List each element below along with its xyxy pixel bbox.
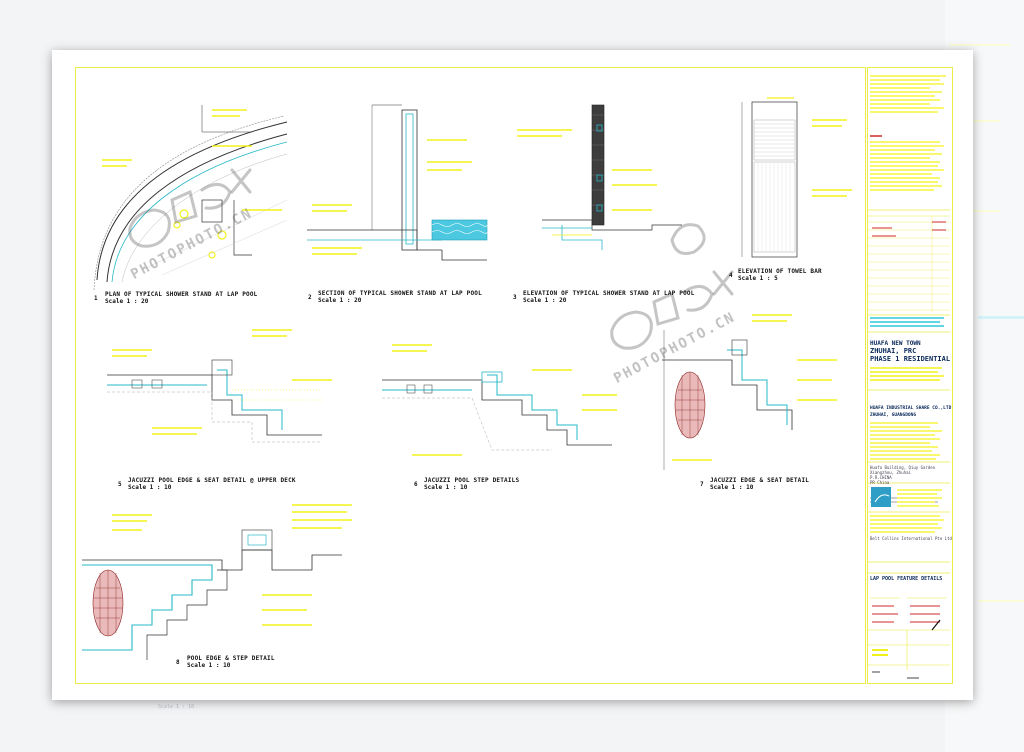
detail-scale: Scale 1 : 20 (523, 297, 567, 304)
detail-number: 2 (308, 294, 312, 301)
consultant-name: Belt Collins International Pte Ltd (870, 536, 952, 541)
detail-title: ELEVATION OF TYPICAL SHOWER STAND AT LAP… (523, 290, 695, 297)
detail-5-section (107, 329, 332, 443)
detail-scale: Scale 1 : 5 (738, 275, 778, 282)
ghost-line (978, 600, 1024, 602)
detail-number: 4 (729, 272, 733, 279)
detail-scale: Scale 1 : 10 (710, 484, 754, 491)
detail-title: POOL EDGE & STEP DETAIL (187, 655, 275, 662)
detail-number: 7 (700, 481, 704, 488)
detail-3-elevation (517, 104, 682, 250)
ghost-line (978, 316, 1024, 319)
detail-number: 5 (118, 481, 122, 488)
client-location: ZHUHAI, GUANGDONG (870, 413, 917, 418)
detail-8-section (82, 504, 352, 660)
detail-number: 6 (414, 481, 418, 488)
client-address: P.R.CHINA (870, 475, 892, 480)
detail-7-section (662, 314, 837, 470)
detail-scale: Scale 1 : 10 (424, 484, 468, 491)
detail-scale: Scale 1 : 20 (318, 297, 362, 304)
detail-2-section (307, 104, 488, 261)
cad-drawing (82, 75, 950, 679)
detail-scale: Scale 1 : 20 (105, 298, 149, 305)
detail-scale: Scale 1 : 10 (128, 484, 172, 491)
detail-6-section (382, 344, 617, 456)
detail-number: 8 (176, 659, 180, 666)
client-address: Xiangzhou, Zhuhai (870, 470, 911, 475)
project-name-line3: PHASE 1 RESIDENTIAL (870, 355, 951, 363)
detail-4-towel-bar (741, 97, 852, 258)
drawing-title: LAP POOL FEATURE DETAILS (870, 576, 943, 582)
drawing-frame (75, 67, 866, 684)
ghost-line (950, 44, 1010, 46)
client-address: PR China (870, 480, 890, 485)
ghost-line (950, 120, 1000, 122)
ghost-line (955, 210, 1000, 212)
detail-title: JACUZZI POOL EDGE & SEAT DETAIL @ UPPER … (128, 477, 296, 484)
detail-scale: Scale 1 : 10 (187, 662, 231, 669)
client-address: Huafa Building, Qiuy Garden (870, 465, 936, 470)
detail-number: 1 (94, 295, 98, 302)
title-block (867, 67, 953, 684)
detail-title: JACUZZI EDGE & SEAT DETAIL (710, 477, 810, 484)
detail-title: ELEVATION OF TOWEL BAR (738, 268, 822, 275)
watermark (128, 168, 734, 350)
drawing-sheet: 1 PLAN OF TYPICAL SHOWER STAND AT LAP PO… (52, 50, 973, 700)
client-name: HUAFA INDUSTRIAL SHARE CO.,LTD (870, 406, 952, 411)
detail-title: SECTION OF TYPICAL SHOWER STAND AT LAP P… (318, 290, 482, 297)
detail-title: JACUZZI POOL STEP DETAILS (424, 477, 520, 484)
project-name-line1: HUAFA NEW TOWN (870, 340, 921, 347)
project-name-line2: ZHUHAI, PRC (870, 347, 917, 355)
detail-title: PLAN OF TYPICAL SHOWER STAND AT LAP POOL (105, 291, 258, 298)
detail-number: 3 (513, 294, 517, 301)
detail-1-plan (93, 105, 288, 291)
ghost-scale-label: Scale 1 : 10 (158, 704, 195, 710)
title-block-graphics (868, 75, 950, 679)
